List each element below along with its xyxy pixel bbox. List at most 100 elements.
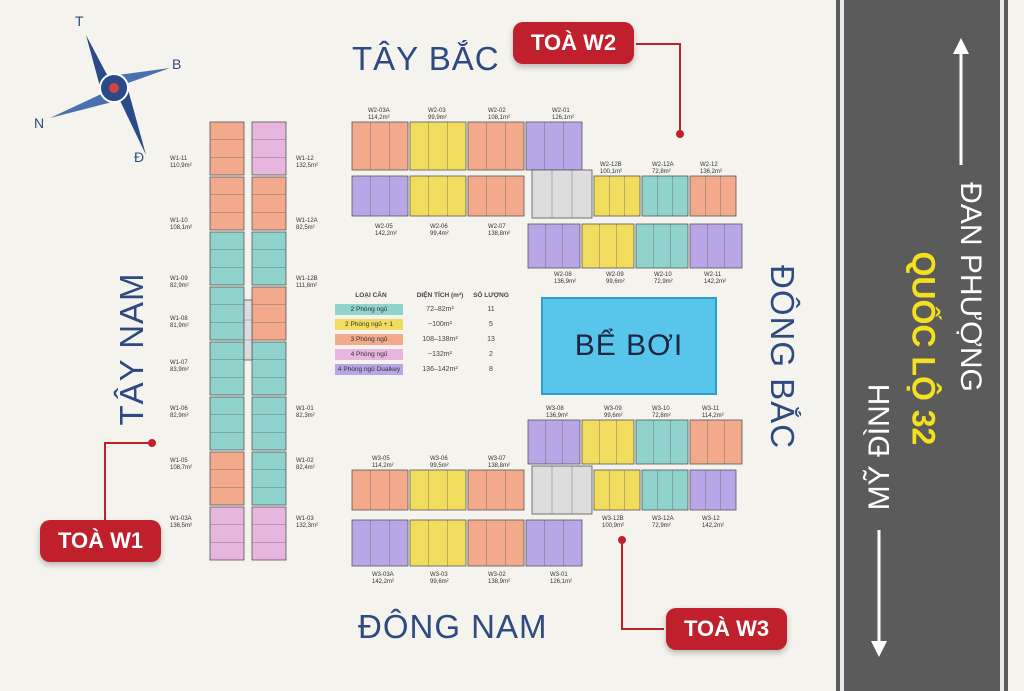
unit-label: 114,2m² <box>702 413 724 419</box>
unit-label: 72,9m² <box>652 523 671 529</box>
unit-label: 99,6m² <box>430 579 449 585</box>
unit-label: 100,9m² <box>602 523 624 529</box>
w1-unit-left <box>209 396 245 451</box>
unit-label: W2-06 <box>430 224 448 230</box>
unit-label: W3-03A <box>372 572 394 578</box>
unit-label: 142,2m² <box>702 523 724 529</box>
unit-label: W1-10 <box>170 218 188 224</box>
w2-unit-top <box>351 121 409 171</box>
legend-type: 3 Phòng ngủ <box>335 334 403 345</box>
w3-unit-top <box>351 469 409 511</box>
unit-label: W1-03A <box>170 516 192 522</box>
w3-unit-east-top <box>527 419 581 465</box>
w1-unit-left <box>209 231 245 286</box>
direction-south-east: ĐÔNG NAM <box>358 608 548 645</box>
unit-label: 132,5m² <box>296 163 318 169</box>
unit-label: 132,3m² <box>296 523 318 529</box>
unit-label: 108,7m² <box>170 465 192 471</box>
unit-label: W1-11 <box>170 156 188 162</box>
w3-unit-bottom <box>525 519 583 567</box>
w2-unit-east-bottom <box>689 223 743 269</box>
w2-unit-east-top <box>593 175 641 217</box>
swimming-pool: BỂ BƠI <box>541 297 717 395</box>
w1-unit-left <box>209 506 245 561</box>
unit-label: 100,1m² <box>600 169 622 175</box>
unit-label: 99,6m² <box>604 413 623 419</box>
w3-unit-bottom <box>351 519 409 567</box>
legend-count: 2 <box>489 351 493 358</box>
unit-label: 72,8m² <box>652 413 671 419</box>
legend-row: 4 Phòng ngủ Dualkey 136–142m² 8 <box>335 362 515 377</box>
unit-label: W3-10 <box>652 406 670 412</box>
w3-unit-east-top <box>635 419 689 465</box>
unit-label: W1-06 <box>170 406 188 412</box>
w2-unit-bottom <box>351 175 409 217</box>
legend-type: 2 Phòng ngủ + 1 <box>335 319 403 330</box>
legend-type: 4 Phòng ngủ Dualkey <box>335 364 403 375</box>
tower-w3-label: TOÀ W3 <box>666 608 788 650</box>
w2-unit-east-top <box>689 175 737 217</box>
unit-label: W3-06 <box>430 456 448 462</box>
unit-label: W1-02 <box>296 458 314 464</box>
unit-label: W2-10 <box>654 272 672 278</box>
w2-unit-bottom <box>467 175 525 217</box>
unit-label: W1-12 <box>296 156 314 162</box>
unit-label: 136,9m² <box>546 413 568 419</box>
unit-label: W1-12B <box>296 276 318 282</box>
unit-label: W1-09 <box>170 276 188 282</box>
w2-unit-east-top <box>641 175 689 217</box>
unit-label: W3-09 <box>604 406 622 412</box>
w1-core <box>243 299 253 361</box>
unit-label: 136,9m² <box>554 279 576 285</box>
unit-label: 142,2m² <box>375 231 397 237</box>
w1-unit-right <box>251 341 287 396</box>
w1-unit-left <box>209 341 245 396</box>
w3-unit-top <box>409 469 467 511</box>
legend-header-area: DIỆN TÍCH (m²) <box>416 292 464 299</box>
w1-unit-left <box>209 176 245 231</box>
w3-unit-east-bottom <box>593 469 641 511</box>
compass-b: B <box>172 56 181 72</box>
w1-unit-right <box>251 506 287 561</box>
unit-label: W3-05 <box>372 456 390 462</box>
unit-label: W3-03 <box>430 572 448 578</box>
unit-label: W3-07 <box>488 456 506 462</box>
unit-label: W1-07 <box>170 360 188 366</box>
legend-count: 5 <box>489 321 493 328</box>
unit-label: 99,5m² <box>430 463 449 469</box>
unit-type-legend: LOẠI CĂN DIỆN TÍCH (m²) SỐ LƯỢNG 2 Phòng… <box>335 292 515 377</box>
unit-label: W1-08 <box>170 316 188 322</box>
unit-label: W1-05 <box>170 458 188 464</box>
unit-label: 114,2m² <box>368 115 390 121</box>
unit-label: 82,9m² <box>170 413 189 419</box>
unit-label: 99,6m² <box>606 279 625 285</box>
road-name-my-dinh: MỸ ĐÌNH <box>863 383 896 511</box>
unit-label: 99,4m² <box>430 231 449 237</box>
legend-area: 108–138m² <box>422 336 458 343</box>
w1-unit-left <box>209 451 245 506</box>
unit-label: 81,9m² <box>170 323 189 329</box>
unit-label: W2-11 <box>704 272 722 278</box>
unit-label: W3-12A <box>652 516 674 522</box>
unit-label: W2-03A <box>368 108 390 114</box>
w3-unit-east-bottom <box>641 469 689 511</box>
unit-label: 111,8m² <box>296 283 317 289</box>
w1-unit-right <box>251 231 287 286</box>
tower-w2-label: TOÀ W2 <box>513 22 635 64</box>
unit-label: 126,1m² <box>552 115 574 121</box>
w2-core <box>531 169 593 219</box>
w1-unit-right <box>251 121 287 176</box>
w1-unit-right <box>251 176 287 231</box>
unit-label: 142,2m² <box>372 579 394 585</box>
w2-unit-east-bottom <box>635 223 689 269</box>
unit-label: W2-09 <box>606 272 624 278</box>
road-arrows <box>871 38 969 657</box>
unit-label: 82,5m² <box>296 225 315 231</box>
w3-unit-east-bottom <box>689 469 737 511</box>
legend-count: 8 <box>489 366 493 373</box>
legend-area: 136–142m² <box>422 366 458 373</box>
w3-unit-east-top <box>689 419 743 465</box>
w1-unit-right <box>251 396 287 451</box>
highway <box>836 0 1008 691</box>
unit-label: 72,8m² <box>652 169 671 175</box>
